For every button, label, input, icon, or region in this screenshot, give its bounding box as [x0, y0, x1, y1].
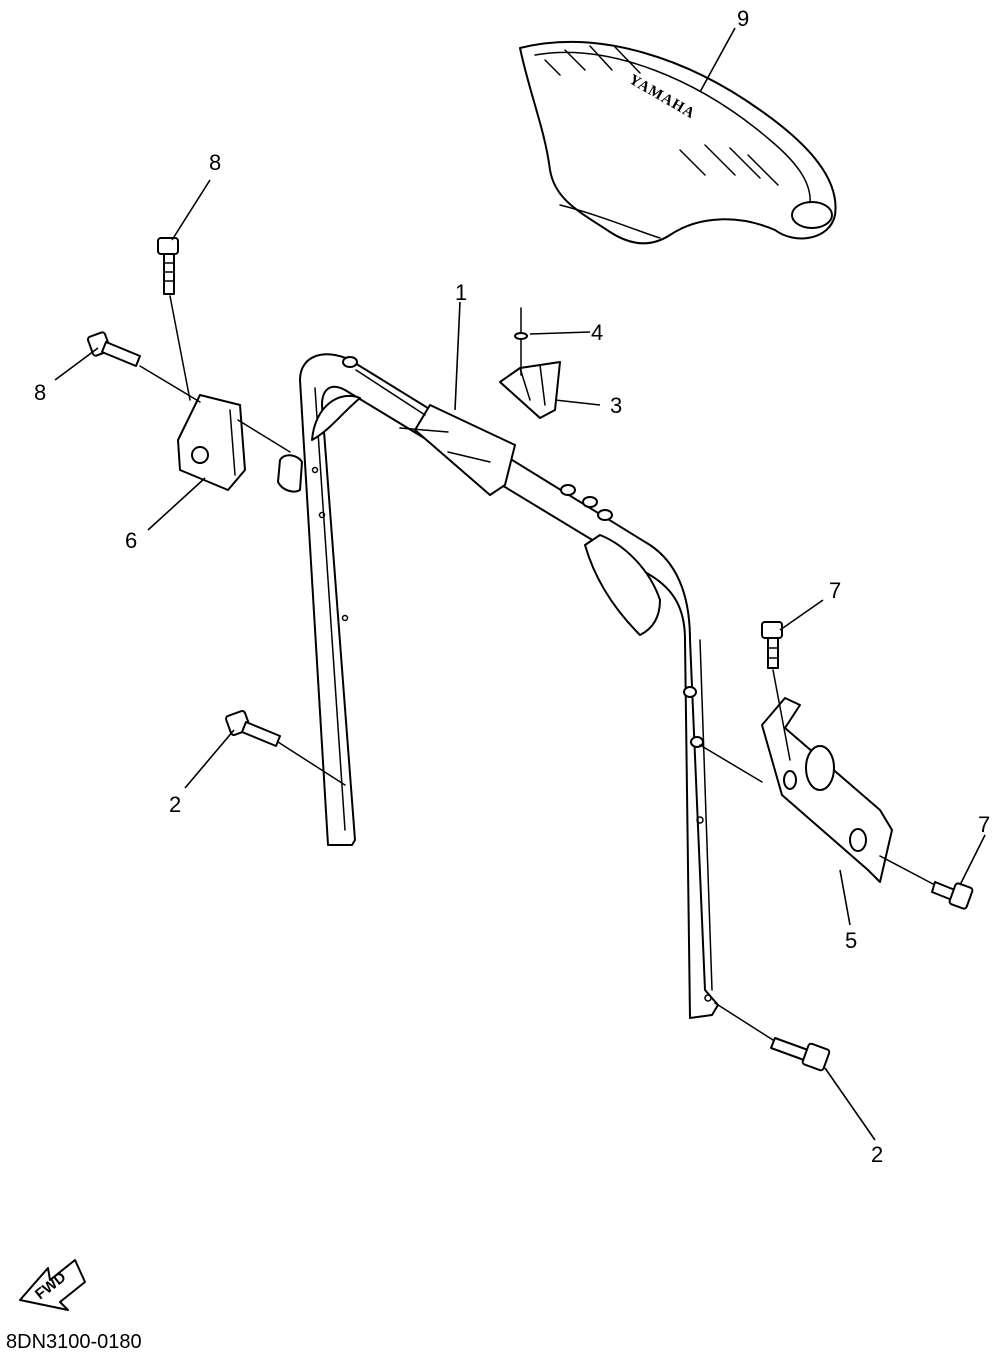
- callout-labels: 9 8 8 1 4 3 6 7 7 2 5 2: [34, 6, 990, 1167]
- callout-8-top: 8: [209, 150, 221, 175]
- callout-7-right: 7: [978, 812, 990, 837]
- callout-6: 6: [125, 528, 137, 553]
- bolt-2-right: [770, 1037, 831, 1072]
- bolt-2-left: [225, 710, 281, 747]
- diagram-code: 8DN3100-0180: [6, 1331, 142, 1353]
- callout-7-top: 7: [829, 578, 841, 603]
- callout-3: 3: [610, 393, 622, 418]
- bolt-8-top: [157, 237, 179, 295]
- clamp: [499, 361, 561, 419]
- handlebar-pad: YAMAHA: [519, 41, 837, 245]
- callout-5: 5: [845, 928, 857, 953]
- bolt-8-left: [86, 331, 141, 367]
- fwd-arrow: FWD: [19, 1259, 86, 1311]
- callout-2-left: 2: [169, 792, 181, 817]
- callout-9: 9: [737, 6, 749, 31]
- callout-4: 4: [591, 320, 603, 345]
- right-plate: [761, 697, 893, 883]
- handlebar: [299, 353, 719, 1019]
- rivet: [514, 307, 528, 340]
- callout-8-left: 8: [34, 380, 46, 405]
- bolt-7-top: [761, 621, 783, 669]
- callout-1: 1: [455, 280, 467, 305]
- callout-2-right: 2: [871, 1142, 883, 1167]
- left-bracket: [177, 394, 303, 493]
- assembly-lines: [139, 295, 934, 1041]
- bolt-7-right: [931, 881, 974, 910]
- leader-lines: [54, 27, 986, 1141]
